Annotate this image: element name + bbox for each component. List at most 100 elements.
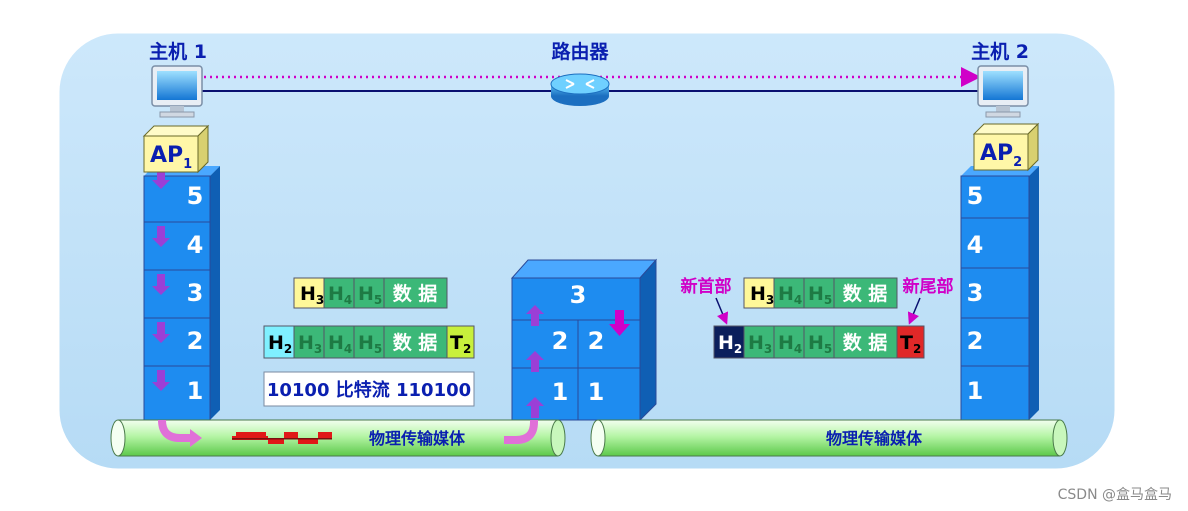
right-media-label: 物理传输媒体 (826, 429, 923, 448)
h4-subscript: 4 (794, 342, 802, 356)
h4-subscript: 4 (344, 293, 352, 307)
svg-text:H2: H2 (718, 332, 742, 356)
h3-subscript: 3 (766, 293, 774, 307)
signal-waveform (232, 432, 332, 444)
data-label: 数 据 (843, 282, 888, 305)
layer-3-label: 3 (187, 279, 204, 307)
svg-text:H3: H3 (750, 283, 774, 307)
data-label: 数 据 (393, 331, 438, 354)
host1-label: 主机 1 (149, 41, 207, 63)
monitor-icon (977, 65, 1029, 118)
h5-label: H (358, 332, 374, 354)
layer-3-label: 3 (967, 279, 984, 307)
svg-text:H5: H5 (808, 332, 832, 356)
layer-4-label: 4 (187, 231, 204, 259)
up-turn-arrow (504, 420, 538, 444)
svg-text:AP2: AP2 (980, 141, 1022, 170)
ap1-box: AP1 (142, 124, 210, 174)
t2-subscript: 2 (463, 342, 471, 356)
left-layer3-packet: H3 H4 H5 数 据 (293, 277, 448, 309)
data-label: 数 据 (393, 282, 438, 305)
h5-label: H (808, 332, 824, 354)
new-header-pointer (715, 297, 729, 325)
t2-subscript: 2 (913, 342, 921, 356)
t2-label: T (900, 332, 913, 354)
router-protocol-stack: 3 2 2 1 1 (510, 258, 658, 422)
svg-text:H5: H5 (808, 283, 832, 307)
right-media-tube (590, 419, 1068, 457)
svg-text:T2: T2 (900, 332, 921, 356)
h4-subscript: 4 (344, 342, 352, 356)
h3-label: H (298, 332, 314, 354)
svg-text:H5: H5 (358, 283, 382, 307)
host2-label: 主机 2 (971, 41, 1029, 63)
new-header-label: 新首部 (681, 276, 732, 297)
h3-label: H (300, 283, 316, 305)
host2-protocol-stack: 5 4 3 2 1 (960, 166, 1039, 421)
data-label: 数 据 (843, 331, 888, 354)
new-trailer-label: 新尾部 (903, 276, 954, 297)
svg-text:H3: H3 (300, 283, 324, 307)
h5-label: H (808, 283, 824, 305)
h2-label: H (268, 332, 284, 354)
svg-text:H5: H5 (358, 332, 382, 356)
layer-2-label: 2 (967, 327, 984, 355)
h5-label: H (358, 283, 374, 305)
svg-text:H4: H4 (328, 283, 352, 307)
left-media-label: 物理传输媒体 (369, 429, 466, 448)
h4-subscript: 4 (794, 293, 802, 307)
left-layer2-frame: H2 H3 H4 H5 数 据 T2 (263, 325, 475, 359)
svg-text:T2: T2 (450, 332, 471, 356)
down-turn-arrow (190, 429, 202, 447)
svg-text:H3: H3 (298, 332, 322, 356)
h3-subscript: 3 (764, 342, 772, 356)
background-panel (56, 30, 1118, 472)
h2-subscript: 2 (284, 342, 292, 356)
h2-subscript: 2 (734, 342, 742, 356)
h4-label: H (328, 283, 344, 305)
svg-text:H4: H4 (328, 332, 352, 356)
layer-2-label: 2 (187, 327, 204, 355)
new-trailer-pointer (907, 297, 921, 325)
ap2-box: AP2 (972, 122, 1040, 172)
svg-text:H4: H4 (778, 332, 802, 356)
watermark: CSDN @盒马盒马 (1058, 486, 1172, 503)
router-icon (550, 73, 610, 106)
right-layer2-frame: H2 H3 H4 H5 数 据 T2 (713, 325, 925, 359)
h3-label: H (750, 283, 766, 305)
h4-label: H (778, 283, 794, 305)
h2-label: H (718, 332, 734, 354)
router-label: 路由器 (551, 40, 609, 63)
bitstream-label: 10100 比特流 110100 (267, 379, 471, 401)
right-layer3-packet: H3 H4 H5 数 据 (743, 277, 898, 309)
h5-subscript: 5 (824, 293, 832, 307)
svg-text:H2: H2 (268, 332, 292, 356)
h3-label: H (748, 332, 764, 354)
router-layer-2-left-label: 2 (552, 327, 569, 355)
h5-subscript: 5 (374, 293, 382, 307)
svg-text:H3: H3 (748, 332, 772, 356)
layer-5-label: 5 (187, 182, 204, 210)
ap1-subscript: 1 (183, 157, 192, 172)
h4-label: H (328, 332, 344, 354)
ap2-label: AP (980, 141, 1013, 166)
svg-text:AP1: AP1 (150, 143, 192, 172)
layer-1-label: 1 (187, 377, 204, 405)
svg-text:H4: H4 (778, 283, 802, 307)
h5-subscript: 5 (824, 342, 832, 356)
ap1-label: AP (150, 143, 183, 168)
t2-label: T (450, 332, 463, 354)
router-layer-1-left-label: 1 (552, 378, 569, 406)
h4-label: H (778, 332, 794, 354)
monitor-icon (151, 65, 203, 118)
host1-protocol-stack: 5 4 3 2 1 (143, 166, 220, 421)
layer-4-label: 4 (967, 231, 984, 259)
router-layer-3-label: 3 (570, 281, 587, 309)
router-layer-2-right-label: 2 (588, 327, 605, 355)
bitstream-box: 10100 比特流 110100 (263, 371, 475, 407)
layer-1-label: 1 (967, 377, 984, 405)
h3-subscript: 3 (314, 342, 322, 356)
layer-5-label: 5 (967, 182, 984, 210)
h5-subscript: 5 (374, 342, 382, 356)
